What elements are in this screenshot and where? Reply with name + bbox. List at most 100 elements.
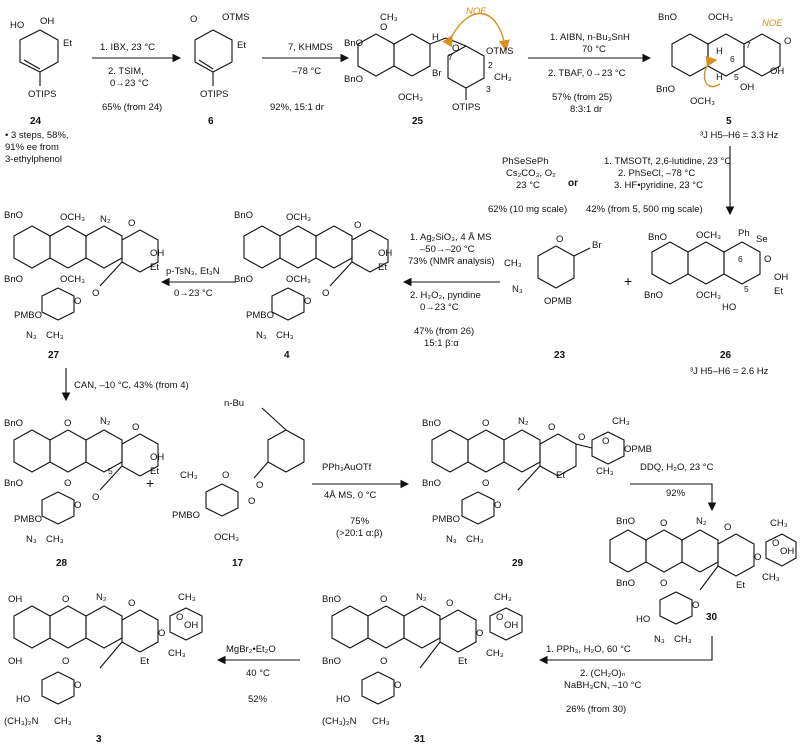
c25-otms: OTMS (486, 46, 513, 57)
c25-o: O (452, 43, 459, 54)
c27-pmbo: PMBO (14, 310, 42, 321)
c6-otips: OTIPS (200, 89, 229, 100)
c25-bno-2: BnO (344, 74, 363, 85)
c29-bno-1: BnO (422, 418, 441, 429)
c24-otips: OTIPS (28, 89, 57, 100)
noe-label-5: NOE (762, 18, 783, 29)
a4-right2: 2. PhSeCl, –78 °C (618, 168, 695, 179)
c28-n2: N₂ (100, 416, 111, 427)
c25-ch3b: CH₃ (494, 72, 512, 83)
c6-o: O (190, 14, 197, 25)
c5-bno-1: BnO (658, 12, 677, 23)
c27-bno-1: BnO (4, 210, 23, 221)
a1-reagent3: 0→23 °C (110, 78, 149, 89)
c27-oh: OH (150, 248, 164, 259)
c26-label: 26 (720, 350, 732, 361)
c3-ch3-3: CH₃ (54, 716, 72, 727)
c27-och3-2: OCH₃ (60, 274, 85, 285)
c31-n2: N₂ (416, 592, 427, 603)
c3-n2: N₂ (96, 592, 107, 603)
c25-2: 2 (488, 60, 493, 70)
a9-reagent1: DDQ, H₂O, 23 °C (640, 462, 714, 473)
c4-o: O (354, 220, 361, 231)
a1-reagent2: 2. TSIM, (108, 66, 144, 77)
compound-31: BnO BnO O O N₂ O O Et CH₃ OH O CH₃ HO O … (322, 592, 523, 745)
c27-n3: N₃ (26, 330, 37, 341)
c31-ch3-2: CH₃ (486, 648, 504, 659)
c28-oh: OH (150, 452, 164, 463)
c17-pmbo: PMBO (172, 510, 200, 521)
c3-nme2: (CH₃)₂N (4, 716, 39, 727)
arrow-11: MgBr₂•Et₂O 40 °C 52% (216, 644, 300, 705)
a8-reagent2: 4Å MS, 0 °C (324, 490, 377, 501)
plus-sign-2: + (146, 475, 154, 491)
c4-o2: O (322, 288, 329, 299)
a4-left2: Cs₂CO₃, O₂ (506, 168, 556, 179)
arrow-6: p-TsN₃, Et₃N 0→23 °C (160, 266, 236, 299)
c17-o3: O (222, 470, 229, 481)
c27-o: O (128, 218, 135, 229)
a11-yield: 52% (248, 694, 268, 705)
compound-27: BnO BnO OCH₃ OCH₃ N₂ O OH Et O PMBO O N₃… (4, 210, 164, 361)
c25-ch3: CH₃ (380, 12, 398, 23)
c24-oh: OH (40, 16, 54, 27)
c6-otms: OTMS (222, 12, 249, 23)
c27-o2: O (92, 288, 99, 299)
c31-ch3-3: CH₃ (372, 716, 390, 727)
c25-otips: OTIPS (452, 102, 481, 113)
a8-yield: 75% (350, 516, 370, 527)
c3-o3: O (128, 598, 135, 609)
c30-o2: O (660, 578, 667, 589)
a5-ratio: 15:1 β:α (424, 338, 459, 349)
c4-och3-2: OCH₃ (286, 274, 311, 285)
arrow-3: 1. AIBN, n-Bu₃SnH 70 °C 2. TBAF, 0→23 °C… (528, 32, 652, 115)
c25-o2: O (380, 22, 387, 33)
c4-et: Et (378, 262, 387, 273)
c26-oh: OH (774, 272, 788, 283)
c5-h5: H (716, 72, 723, 83)
a1-reagent1: 1. IBX, 23 °C (100, 42, 155, 53)
arrow-5: 1. Ag₂SiO₃, 4 Å MS –50→–20 °C 73% (NMR a… (402, 232, 500, 349)
c31-bno-2: BnO (322, 656, 341, 667)
a6-reagent1: p-TsN₃, Et₃N (166, 266, 220, 277)
a4-right1: 1. TMSOTf, 2,6-lutidine, 23 °C (604, 156, 731, 167)
c23-br: Br (592, 240, 602, 251)
c27-o3: O (74, 296, 81, 307)
c27-bno-2: BnO (4, 274, 23, 285)
c29-o2: O (482, 478, 489, 489)
c3-et: Et (140, 656, 149, 667)
c28-n3: N₃ (26, 534, 37, 545)
c31-et: Et (458, 656, 467, 667)
a2-reagent1: 7, KHMDS (288, 42, 333, 53)
c24-note2: 91% ee from (5, 142, 59, 153)
c5-label: 5 (726, 116, 732, 127)
a9-yield: 92% (666, 488, 686, 499)
c5-bno-2: BnO (656, 84, 675, 95)
c28-bno-2: BnO (4, 478, 23, 489)
c26-bno-2: BnO (644, 290, 663, 301)
c24-et: Et (63, 38, 72, 49)
c5-7: 7 (746, 40, 751, 50)
c25-br: Br (432, 68, 442, 79)
c30-label: 30 (706, 612, 718, 623)
compound-3: OH OH O O N₂ O O Et CH₃ OH O CH₃ HO O (C… (4, 592, 203, 745)
arrow-4: PhSeSePh Cs₂CO₃, O₂ 23 °C or 1. TMSOTf, … (488, 146, 735, 216)
compound-6: O OTMS Et OTIPS 6 (190, 12, 249, 127)
c3-oh-2: OH (8, 656, 22, 667)
c29-pmbo: PMBO (432, 514, 460, 525)
a3-reagent2: 70 °C (582, 44, 606, 55)
c3-o1: O (62, 594, 69, 605)
compound-29: BnO BnO O O N₂ O O Et CH₃ OPMB O CH₃ PMB… (422, 416, 652, 569)
c31-oh: OH (504, 620, 518, 631)
c17-o2: O (256, 480, 263, 491)
c23-o: O (556, 234, 563, 245)
a5-reagent2: –50→–20 °C (420, 244, 475, 255)
c17-nbu: n-Bu (224, 398, 244, 409)
c3-label: 3 (96, 734, 102, 745)
c26-et: Et (774, 286, 783, 297)
c28-o5: O (74, 500, 81, 511)
c3-oh-3: OH (184, 620, 198, 631)
a4-right-yield: 42% (from 5, 500 mg scale) (586, 204, 703, 215)
c29-o4: O (578, 432, 585, 443)
